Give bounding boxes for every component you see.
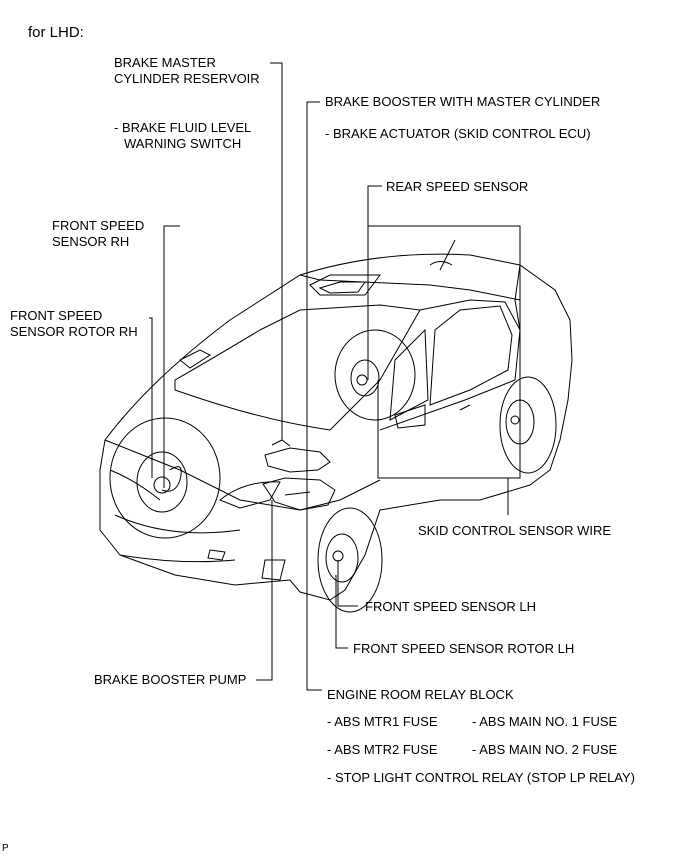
label-front-sensor-rotor-rh-line1: FRONT SPEED <box>10 308 103 323</box>
label-front-speed-sensor-lh: FRONT SPEED SENSOR LH <box>365 599 536 614</box>
label-stop-light-control-relay: - STOP LIGHT CONTROL RELAY (STOP LP RELA… <box>327 770 636 785</box>
rear-left-wheel-phantom <box>334 329 416 421</box>
label-front-speed-sensor-rotor-lh: FRONT SPEED SENSOR ROTOR LH <box>353 641 575 656</box>
label-abs-main-no2-fuse: - ABS MAIN NO. 2 FUSE <box>472 742 618 757</box>
label-abs-mtr2-fuse: - ABS MTR2 FUSE <box>327 742 438 757</box>
label-brake-booster-pump: BRAKE BOOSTER PUMP <box>94 672 247 687</box>
brake-actuator-assembly <box>262 439 336 511</box>
front-left-wheel <box>317 507 383 613</box>
label-abs-mtr1-fuse: - ABS MTR1 FUSE <box>327 714 438 729</box>
label-brake-actuator: - BRAKE ACTUATOR (SKID CONTROL ECU) <box>325 126 591 141</box>
label-brake-fluid-level-switch-line1: - BRAKE FLUID LEVEL <box>114 120 252 135</box>
label-front-sensor-rotor-rh-line2: SENSOR ROTOR RH <box>10 324 138 339</box>
label-engine-room-relay-block: ENGINE ROOM RELAY BLOCK <box>327 687 514 702</box>
label-front-speed-sensor-rh-line1: FRONT SPEED <box>52 218 145 233</box>
label-rear-speed-sensor: REAR SPEED SENSOR <box>386 179 529 194</box>
label-skid-control-sensor-wire: SKID CONTROL SENSOR WIRE <box>418 523 612 538</box>
label-brake-booster-master-cylinder: BRAKE BOOSTER WITH MASTER CYLINDER <box>325 94 601 109</box>
corner-mark: P <box>2 843 9 854</box>
label-brake-fluid-level-switch-line2: WARNING SWITCH <box>124 136 242 151</box>
label-brake-master-cylinder-reservoir-line1: BRAKE MASTER <box>114 55 216 70</box>
front-right-wheel-phantom <box>109 417 221 539</box>
leader-lines <box>149 62 521 691</box>
label-brake-master-cylinder-reservoir-line2: CYLINDER RESERVOIR <box>114 71 260 86</box>
label-abs-main-no1-fuse: - ABS MAIN NO. 1 FUSE <box>472 714 618 729</box>
label-front-speed-sensor-rh-line2: SENSOR RH <box>52 234 130 249</box>
rear-right-wheel <box>499 376 557 474</box>
page-heading: for LHD: <box>28 24 84 41</box>
car-body <box>99 239 573 601</box>
